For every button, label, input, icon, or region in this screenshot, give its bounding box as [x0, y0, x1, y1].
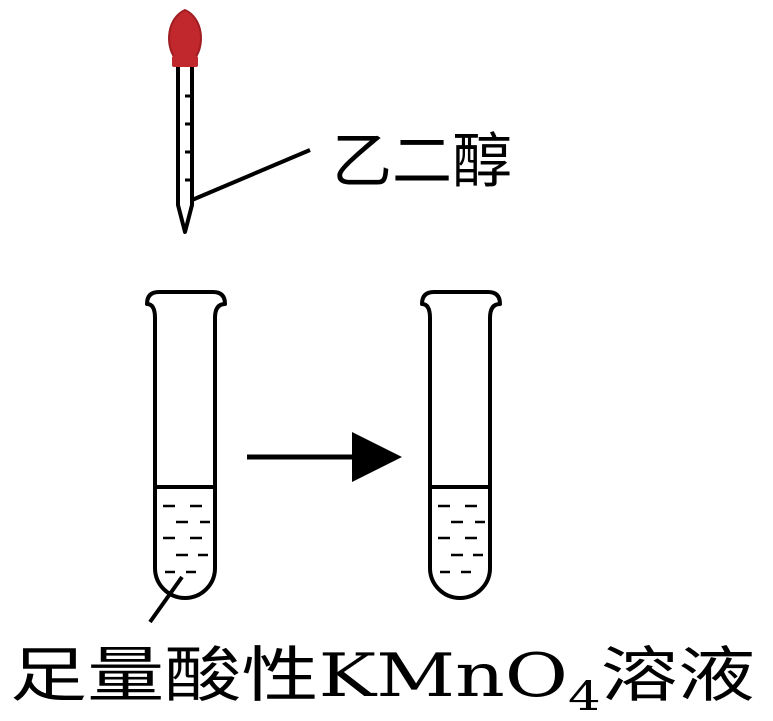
solution-label-suffix: 溶液 — [601, 641, 755, 711]
reagent-leader-line — [191, 148, 311, 202]
liquid-dashes-left — [163, 504, 210, 574]
solution-leader-line — [148, 575, 184, 624]
dropper-bulb — [168, 8, 202, 59]
test-tube-icon — [145, 290, 227, 600]
dropper-icon — [168, 8, 202, 234]
dropper-collar — [172, 56, 198, 67]
test-tube-left-outline — [145, 290, 227, 600]
test-tube-icon — [420, 290, 502, 600]
liquid-dashes-right — [438, 504, 485, 574]
test-tube-right-outline — [420, 290, 502, 600]
solution-label-prefix: 足量酸性KMnO — [10, 641, 568, 711]
solution-label-subscript: 4 — [568, 674, 601, 720]
dropper-tube — [176, 67, 194, 234]
dropper-reagent-label: 乙二醇 — [332, 127, 512, 197]
